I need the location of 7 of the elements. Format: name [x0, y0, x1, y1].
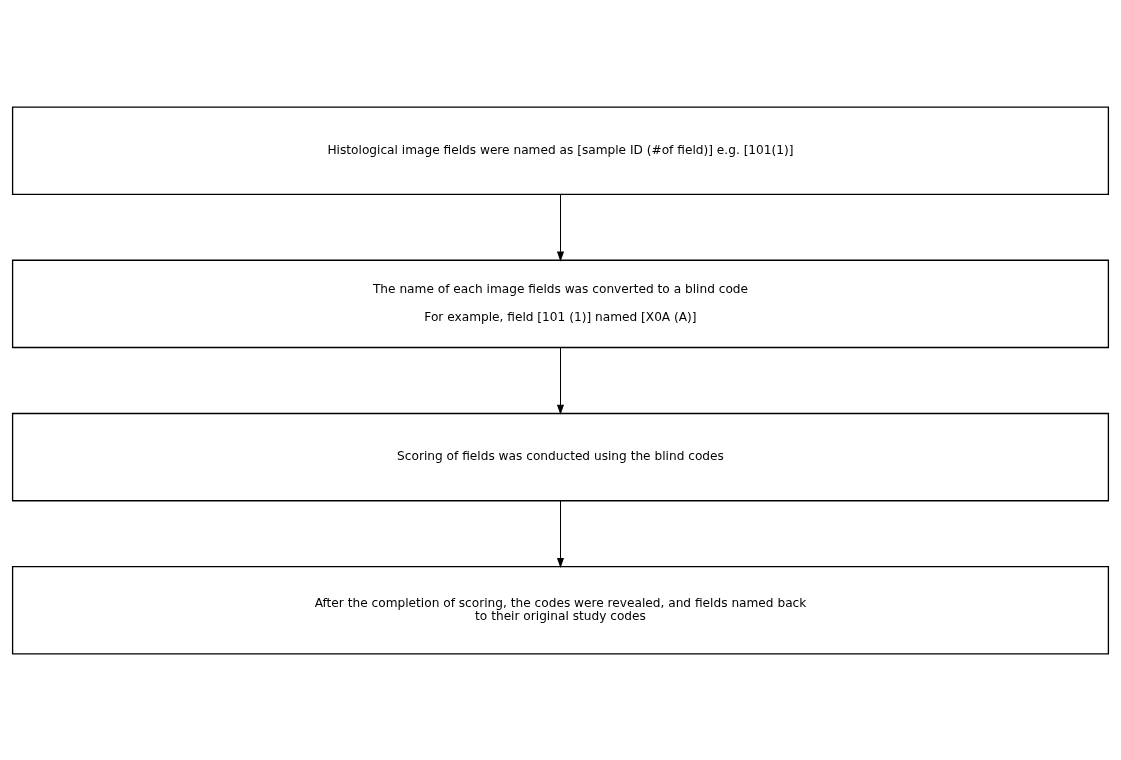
node-box: Histological image fields were named as [sample ID (#of field)] e.g. [101(1)] — [11, 105, 1110, 195]
node-box: Scoring of fields was conducted using the blind codes — [11, 412, 1110, 501]
arrow — [556, 500, 565, 568]
arrow — [556, 193, 565, 262]
node-box: The name of each image fields was converted to a blind code For example, field [101 (1)] named [X0A (A)] — [11, 259, 1110, 348]
node-box: After the completion of scoring, the codes were revealed, and fields named back to their original study codes — [11, 565, 1110, 655]
arrow — [556, 346, 565, 415]
